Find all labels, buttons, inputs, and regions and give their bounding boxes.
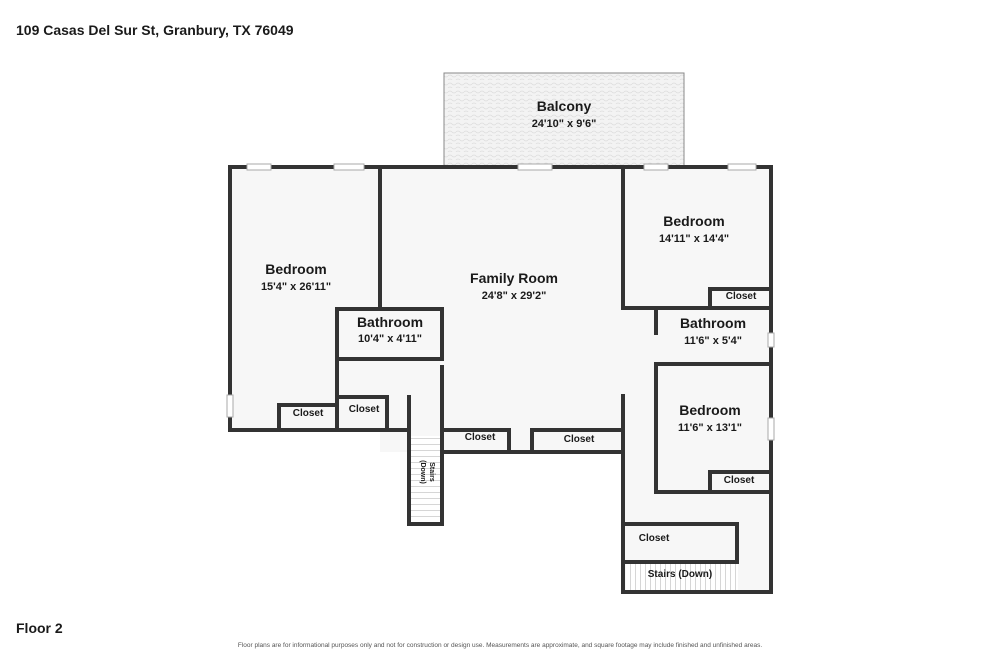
closet-left-b: Closet (349, 404, 380, 415)
bedroom-ur-name: Bedroom (663, 213, 724, 229)
disclaimer: Floor plans are for informational purpos… (237, 642, 763, 649)
bedroom-left-name: Bedroom (265, 261, 326, 277)
stairs-left-line1: Stairs (428, 462, 435, 482)
walls (228, 165, 773, 594)
closet-ur: Closet (726, 291, 757, 302)
bath-right-name: Bathroom (680, 315, 746, 331)
balcony-name: Balcony (537, 98, 592, 114)
stairs-right-label: Stairs (Down) (648, 569, 712, 580)
closet-hall: Closet (639, 533, 670, 544)
right-stairs-fill (626, 564, 738, 590)
balcony-dims: 24'10" x 9'6" (532, 118, 597, 130)
right-wing-floor (623, 167, 771, 592)
left-stairs-fill (409, 436, 442, 524)
bath-center-name: Bathroom (357, 314, 423, 330)
windows (226, 163, 775, 441)
bedroom-left-floor (230, 167, 380, 430)
stairs-left-line2: (Down) (419, 460, 426, 484)
bedroom-lr-name: Bedroom (679, 402, 740, 418)
closet-family-b: Closet (564, 434, 595, 445)
family-room-name: Family Room (470, 270, 558, 286)
bedroom-left-dims: 15'4" x 26'11" (261, 281, 331, 293)
property-address: 109 Casas Del Sur St, Granbury, TX 76049 (16, 22, 294, 38)
family-room-dims: 24'8" x 29'2" (482, 290, 547, 302)
bath-right-dims: 11'6" x 5'4" (684, 335, 742, 347)
closet-lr: Closet (724, 475, 755, 486)
bath-center-dims: 10'4" x 4'11" (358, 333, 422, 345)
floor-label: Floor 2 (16, 620, 63, 636)
closet-left-a: Closet (293, 408, 324, 419)
closet-family-a: Closet (465, 432, 496, 443)
bedroom-ur-dims: 14'11" x 14'4" (659, 233, 729, 245)
balcony-area (443, 72, 685, 168)
bedroom-lr-dims: 11'6" x 13'1" (678, 422, 742, 434)
stairs-left-label: Stairs (Down) (419, 460, 435, 484)
